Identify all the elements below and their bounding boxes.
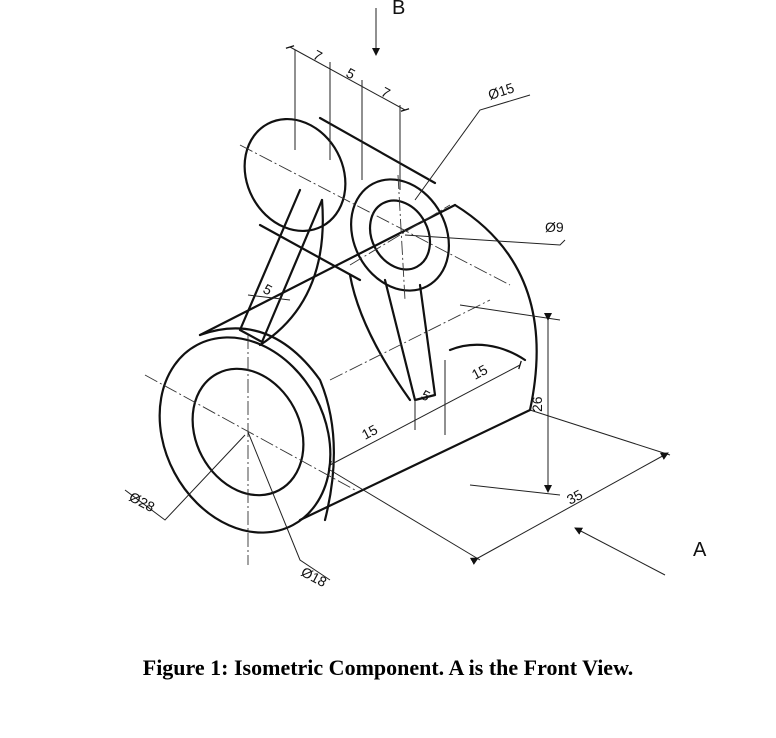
figure-caption: Figure 1: Isometric Component. A is the … bbox=[142, 655, 634, 680]
isometric-drawing: 7 5 7 Ø15 Ø9 5 5 15 15 26 35 Ø28 Ø18 B A bbox=[124, 0, 707, 591]
dim-large-inner-dia: Ø18 bbox=[299, 564, 330, 591]
large-cylinder bbox=[158, 203, 538, 534]
front-face-outer bbox=[158, 336, 332, 534]
dim-small-inner-dia: Ø9 bbox=[545, 219, 564, 235]
rib-left bbox=[238, 188, 324, 344]
dim-small-outer-dia: Ø15 bbox=[486, 79, 516, 102]
view-a-arrow bbox=[574, 527, 666, 576]
view-a-label: A bbox=[693, 539, 707, 561]
upper-front-face bbox=[350, 178, 450, 292]
dim-height: 26 bbox=[529, 396, 545, 412]
dim-rib-thickness-left: 5 bbox=[261, 281, 276, 299]
upper-cylinder bbox=[243, 116, 450, 292]
view-b-label: B bbox=[392, 0, 405, 19]
dim-top-width-left: 7 bbox=[311, 47, 326, 65]
front-face-bore bbox=[191, 367, 305, 497]
dim-top-width-right: 7 bbox=[379, 84, 394, 102]
dim-offset-bottom: 15 bbox=[359, 421, 380, 443]
view-arrows: B A bbox=[372, 0, 707, 576]
dimension-lines bbox=[124, 45, 671, 581]
dimension-labels: 7 5 7 Ø15 Ø9 5 5 15 15 26 35 Ø28 Ø18 bbox=[127, 47, 586, 591]
dim-offset-right: 15 bbox=[469, 361, 490, 383]
ribs bbox=[238, 188, 437, 402]
dim-top-width-mid: 5 bbox=[344, 65, 359, 83]
upper-front-bore bbox=[368, 199, 432, 271]
cylinder-top-edge bbox=[198, 203, 457, 337]
dim-length: 35 bbox=[564, 486, 585, 508]
center-lines bbox=[144, 144, 511, 565]
